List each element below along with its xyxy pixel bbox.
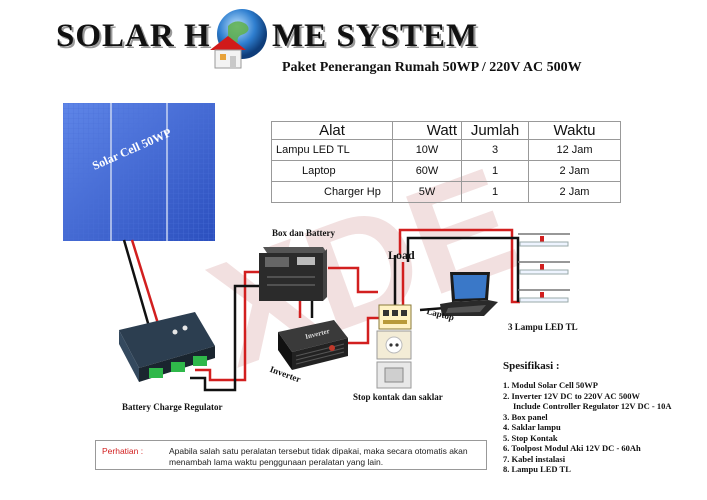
- solar-panel: [63, 103, 215, 241]
- title-right: ME SYSTEM: [272, 18, 479, 54]
- subtitle: Paket Penerangan Rumah 50WP / 220V AC 50…: [282, 60, 582, 75]
- cell-watt: 5W: [392, 181, 462, 203]
- cell-waktu: 2 Jam: [528, 160, 621, 182]
- spec-list: 1. Modul Solar Cell 50WP 2. Inverter 12V…: [503, 380, 703, 475]
- title-left: SOLAR H: [56, 18, 211, 54]
- spec-item: 3. Box panel: [503, 411, 548, 422]
- lamps-label: 3 Lampu LED TL: [508, 322, 578, 332]
- led-lamps: [518, 233, 570, 303]
- regulator-label: Battery Charge Regulator: [122, 402, 223, 412]
- cell-jumlah: 1: [461, 181, 529, 203]
- spec-item: 6. Toolpost Modul Aki 12V DC - 60Ah: [503, 443, 641, 453]
- cell-watt: 60W: [392, 160, 462, 182]
- battery-box: [259, 247, 327, 301]
- box-battery-label: Box dan Battery: [272, 228, 335, 238]
- note-box: Perhatian : Apabila salah satu peralatan…: [95, 440, 487, 470]
- spec-item: 5. Stop Kontak: [503, 432, 558, 443]
- load-label: Load: [388, 248, 415, 262]
- spec-item: Include Controller Regulator 12V DC - 10…: [513, 401, 672, 411]
- spec-item: 2. Inverter 12V DC to 220V AC 500W: [503, 390, 640, 401]
- spec-title: Spesifikasi :: [503, 360, 560, 372]
- socket-switch: [376, 330, 412, 389]
- globe-house-icon: [210, 9, 267, 69]
- table-row: Laptop 60W 1 2 Jam: [271, 160, 621, 182]
- cell-alat: Charger Hp: [271, 181, 393, 203]
- spec-item: 8. Lampu LED TL: [503, 464, 571, 474]
- spec-item: 1. Modul Solar Cell 50WP: [503, 380, 598, 390]
- charge-regulator: [119, 312, 215, 382]
- spec-item: 4. Saklar lampu: [503, 422, 561, 432]
- laptop: [440, 272, 498, 316]
- cell-waktu: 2 Jam: [528, 181, 621, 203]
- spec-item: 7. Kabel instalasi: [503, 453, 566, 464]
- switch-board: [378, 304, 412, 330]
- table-header-row: Alat Watt Jumlah Waktu: [271, 121, 621, 140]
- note-label: Perhatian :: [102, 446, 144, 456]
- stop-kontak-label: Stop kontak dan saklar: [353, 392, 443, 402]
- table-row: Charger Hp 5W 1 2 Jam: [271, 181, 621, 203]
- note-text: Apabila salah satu peralatan tersebut ti…: [169, 446, 468, 467]
- load-table: Alat Watt Jumlah Waktu Lampu LED TL 10W …: [271, 121, 621, 203]
- inverter: [278, 320, 348, 370]
- header-watt: Watt: [392, 121, 462, 140]
